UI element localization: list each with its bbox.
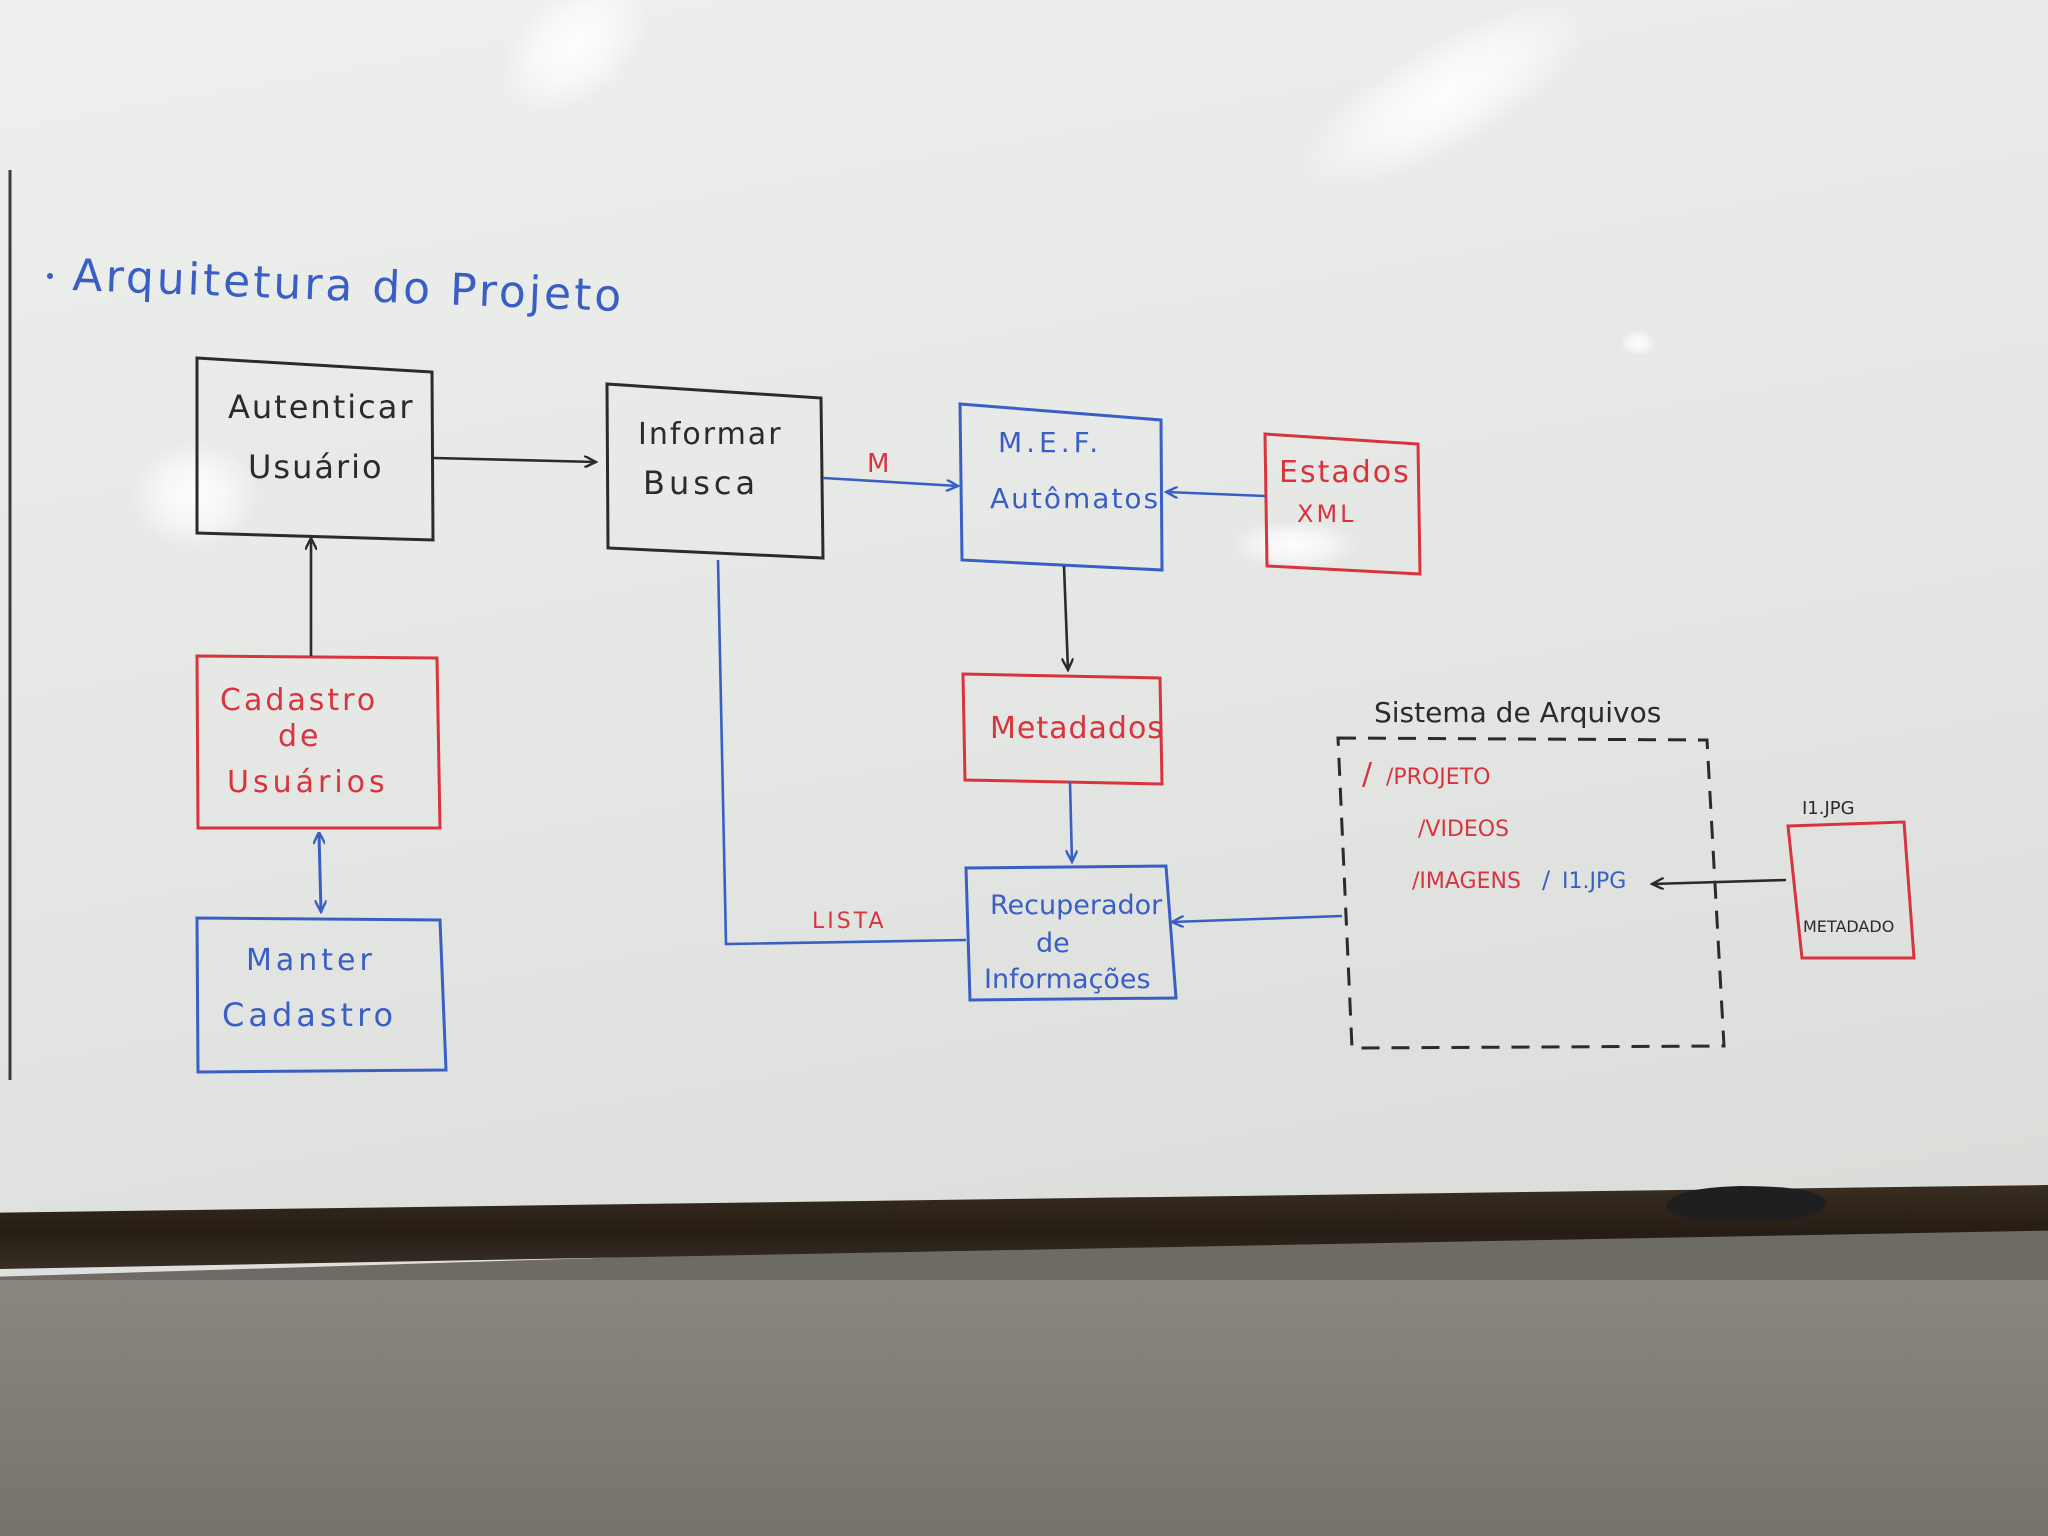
node-estados-xml: Estados XML	[1263, 432, 1422, 576]
node-recuperador-line3: Informações	[984, 964, 1151, 995]
node-cadastro-usuarios: Cadastro de Usuários	[195, 654, 442, 830]
bullet-dot	[47, 273, 53, 279]
edge-estados-to-mef	[1166, 492, 1266, 496]
edge-informar-to-mef	[822, 476, 958, 486]
filesystem-file-sep: /	[1542, 866, 1551, 894]
node-recuperador-line1: Recuperador	[990, 890, 1163, 921]
filesystem-group: Sistema de Arquivos / /PROJETO /VIDEOS /…	[1336, 696, 1726, 1050]
node-estados-line1: Estados	[1279, 455, 1411, 490]
node-autenticar-line2: Usuário	[248, 448, 384, 486]
node-informar-busca: Informar Busca	[605, 382, 825, 560]
eraser	[1666, 1186, 1826, 1222]
filesystem-slash: /	[1362, 757, 1373, 792]
node-informar-line1: Informar	[638, 417, 783, 452]
node-manter-cadastro: Manter Cadastro	[195, 916, 448, 1074]
node-mef-automatos: M.E.F. Autômatos	[958, 402, 1164, 572]
node-metadados-line1: Metadados	[990, 711, 1164, 746]
node-recuperador-line2: de	[1036, 928, 1070, 959]
edge-autenticar-to-informar	[433, 458, 596, 462]
edge-label-lista: LISTA	[812, 909, 887, 934]
node-i1-label: I1.JPG	[1802, 798, 1855, 819]
edge-metadados-to-recuperador	[1070, 781, 1072, 862]
filesystem-projeto: /PROJETO	[1386, 765, 1490, 790]
node-cadastro-line3: Usuários	[227, 765, 389, 800]
diagram-title: Arquitetura do Projeto	[72, 250, 626, 322]
node-estados-line2: XML	[1297, 500, 1357, 528]
node-i1-metadado: I1.JPG METADADO	[1786, 798, 1916, 960]
edge-cadastro-manter	[319, 834, 321, 912]
wall-background	[0, 1280, 2048, 1536]
filesystem-title: Sistema de Arquivos	[1374, 696, 1661, 729]
filesystem-file: I1.JPG	[1562, 869, 1626, 894]
node-mef-line1: M.E.F.	[998, 426, 1102, 459]
node-manter-line1: Manter	[246, 943, 376, 978]
node-cadastro-line2: de	[278, 719, 322, 754]
node-mef-line2: Autômatos	[990, 482, 1160, 515]
edge-mef-to-metadados	[1064, 565, 1068, 670]
filesystem-imagens: /IMAGENS	[1412, 869, 1521, 894]
node-manter-line2: Cadastro	[222, 996, 397, 1034]
node-recuperador-informacoes: Recuperador de Informações	[964, 864, 1178, 1002]
node-autenticar-line1: Autenticar	[228, 388, 414, 426]
filesystem-videos: /VIDEOS	[1418, 817, 1509, 842]
node-metadados: Metadados	[961, 672, 1164, 786]
node-informar-line2: Busca	[643, 464, 759, 502]
edge-recuperador-to-informar	[716, 559, 967, 946]
node-cadastro-line1: Cadastro	[220, 683, 378, 718]
edge-label-m: M	[867, 449, 889, 479]
node-i1-inner: METADADO	[1803, 917, 1894, 936]
node-autenticar-usuario: Autenticar Usuário	[195, 356, 435, 542]
whiteboard-surface	[0, 0, 2048, 1277]
edge-filesystem-to-recuperador	[1172, 914, 1343, 922]
edge-i1-to-file	[1652, 880, 1787, 884]
